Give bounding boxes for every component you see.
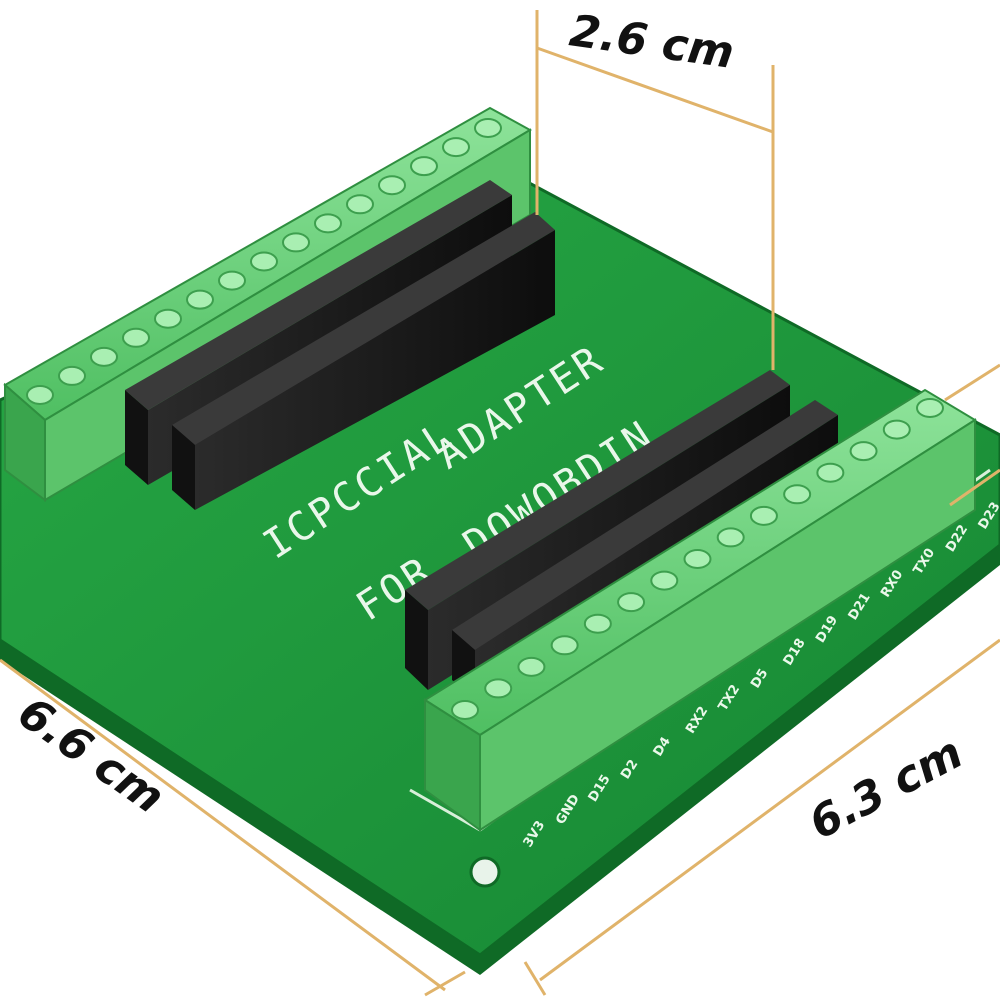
terminal-screw — [517, 656, 546, 677]
dim-line-bottom-tick — [523, 961, 547, 996]
terminal-screw — [154, 308, 182, 329]
dim-line-bottom — [539, 638, 1000, 982]
back-female-headers — [125, 180, 555, 510]
terminal-screw — [617, 592, 646, 613]
mounting-hole — [469, 856, 501, 888]
terminal-screw — [716, 527, 745, 548]
terminal-screw — [26, 385, 54, 405]
terminal-screw — [849, 441, 878, 462]
dim-line-top — [536, 46, 774, 134]
terminal-screw — [783, 484, 812, 505]
terminal-screw — [749, 505, 778, 526]
terminal-screw — [186, 289, 214, 310]
dim-line-right-b — [949, 468, 1000, 507]
terminal-screw — [58, 365, 86, 386]
terminal-screw — [90, 346, 118, 367]
dim-line-right-a — [944, 363, 1000, 402]
terminal-screw — [916, 398, 944, 418]
terminal-screw — [250, 251, 278, 272]
left-terminal-screws — [26, 118, 502, 405]
terminal-screw — [451, 700, 479, 720]
terminal-screw — [346, 194, 374, 215]
terminal-screw — [882, 419, 911, 440]
terminal-screw — [484, 678, 513, 699]
dim-label-bottom: 6.3 cm — [801, 727, 971, 850]
terminal-screw — [378, 175, 406, 196]
terminal-screw — [650, 570, 679, 591]
dim-line-left-tick — [424, 970, 466, 997]
terminal-screw — [683, 549, 712, 569]
terminal-screw — [314, 213, 342, 234]
terminal-screw — [474, 118, 502, 138]
terminal-screw — [816, 462, 845, 483]
terminal-screw — [218, 270, 246, 291]
terminal-screw — [282, 232, 310, 253]
right-terminal-screws — [451, 398, 944, 720]
terminal-screw — [550, 635, 579, 656]
terminal-screw — [583, 613, 612, 634]
terminal-screw — [410, 156, 438, 177]
terminal-screw — [442, 137, 470, 158]
right-terminal-block — [423, 388, 977, 832]
dimension-lines — [0, 10, 1000, 997]
dim-line-left — [0, 658, 446, 992]
terminal-screw — [122, 327, 150, 348]
